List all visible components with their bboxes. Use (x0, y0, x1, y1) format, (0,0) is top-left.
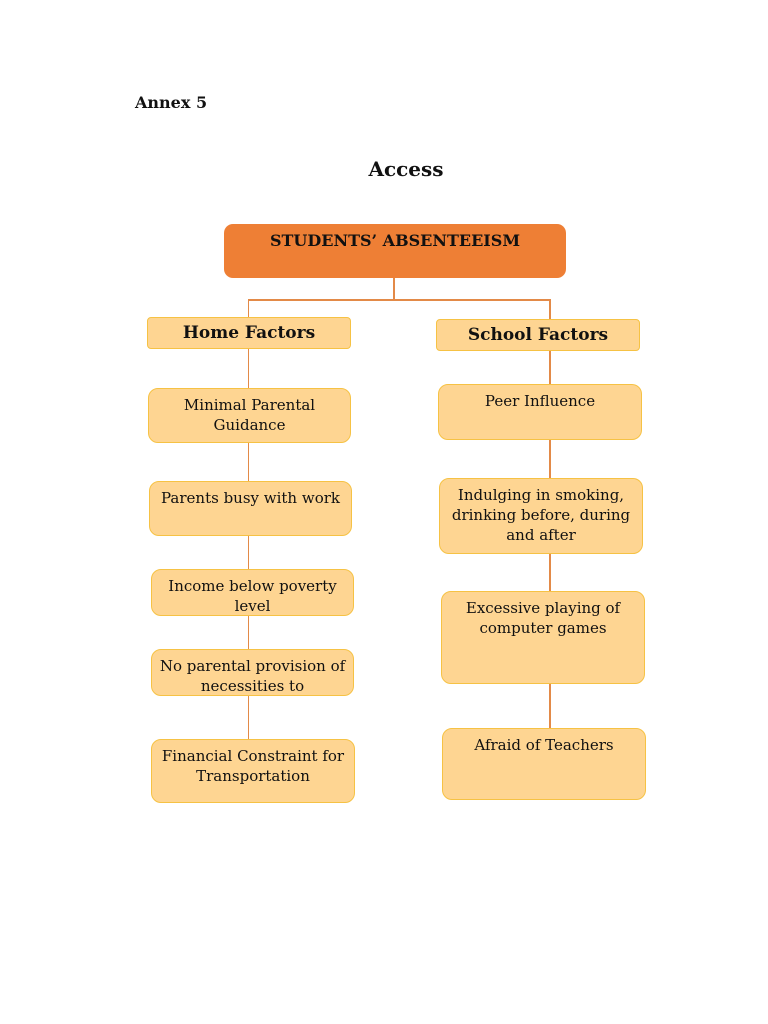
school-factor-item: Indulging in smoking, drinking before, d… (439, 478, 643, 554)
school-factor-item: Afraid of Teachers (442, 728, 646, 800)
annex-label: Annex 5 (135, 93, 208, 112)
connector-school-top (549, 300, 551, 319)
home-factor-item: No parental provision of necessities to (151, 649, 354, 696)
home-factor-item: Income below poverty level (151, 569, 354, 616)
diagram-title: Access (368, 157, 444, 181)
connector-home-top (248, 300, 249, 317)
home-factor-item: Parents busy with work (149, 481, 352, 536)
connector-root-down (393, 278, 395, 300)
home-factors-heading: Home Factors (147, 317, 351, 349)
school-factor-item: Peer Influence (438, 384, 642, 440)
home-factor-item: Financial Constraint for Transportation (151, 739, 355, 803)
school-factor-item: Excessive playing of computer games (441, 591, 645, 684)
school-factors-heading: School Factors (436, 319, 640, 351)
connector-horizontal (248, 299, 551, 301)
root-node: STUDENTS’ ABSENTEEISM (224, 224, 566, 278)
connector-home-spine (248, 348, 249, 740)
home-factor-item: Minimal Parental Guidance (148, 388, 351, 443)
